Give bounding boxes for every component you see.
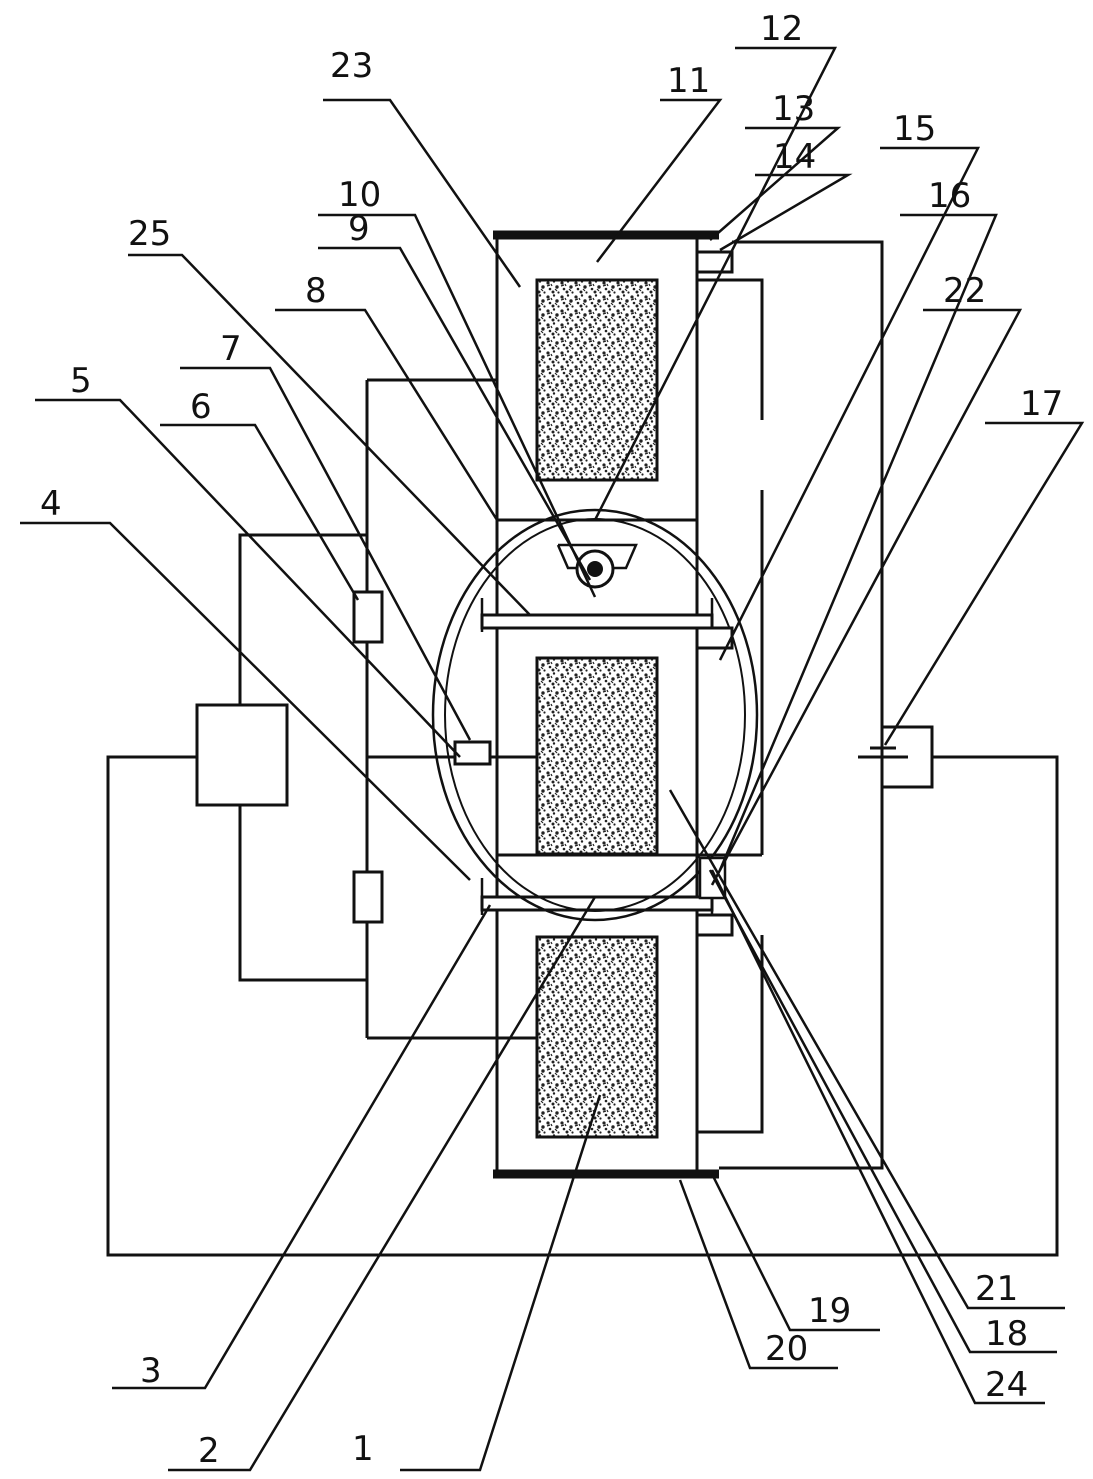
label-2: 2	[198, 1431, 220, 1471]
label-20: 20	[765, 1329, 808, 1369]
label-14: 14	[773, 137, 816, 177]
circulation-ellipse	[431, 508, 759, 922]
label-6: 6	[190, 387, 212, 427]
label-10: 10	[338, 175, 381, 215]
label-23: 23	[330, 46, 373, 86]
connector-left	[453, 740, 492, 766]
label-25: 25	[128, 214, 171, 254]
resistor-lower	[352, 870, 384, 924]
number-labels: 1 2 3 4 5 6 7 8 9 10 11 12 13 14 15 16 1…	[40, 9, 1063, 1471]
label-22: 22	[943, 271, 986, 311]
label-5: 5	[70, 361, 92, 401]
upper-rail	[480, 613, 714, 630]
label-12: 12	[760, 9, 803, 49]
label-19: 19	[808, 1291, 851, 1331]
label-15: 15	[893, 109, 936, 149]
label-7: 7	[220, 329, 242, 369]
sensor-lower	[695, 913, 734, 937]
label-1: 1	[352, 1429, 374, 1469]
lower-rail	[480, 895, 714, 912]
label-4: 4	[40, 484, 62, 524]
label-18: 18	[985, 1314, 1028, 1354]
resistor-upper	[352, 590, 384, 644]
main-housing	[493, 230, 719, 1179]
motor-gear	[556, 543, 638, 589]
label-16: 16	[928, 176, 971, 216]
label-21: 21	[975, 1269, 1018, 1309]
control-box	[195, 703, 289, 807]
label-3: 3	[140, 1351, 162, 1391]
label-8: 8	[305, 271, 327, 311]
filter-block-middle	[535, 656, 659, 856]
filter-block-top	[535, 278, 659, 482]
label-11: 11	[667, 61, 710, 101]
label-17: 17	[1020, 384, 1063, 424]
label-13: 13	[772, 89, 815, 129]
leader-lines	[20, 46, 1085, 1472]
label-24: 24	[985, 1365, 1028, 1405]
right-piping	[697, 240, 934, 1170]
filter-blocks	[535, 278, 659, 1139]
label-9: 9	[348, 209, 370, 249]
